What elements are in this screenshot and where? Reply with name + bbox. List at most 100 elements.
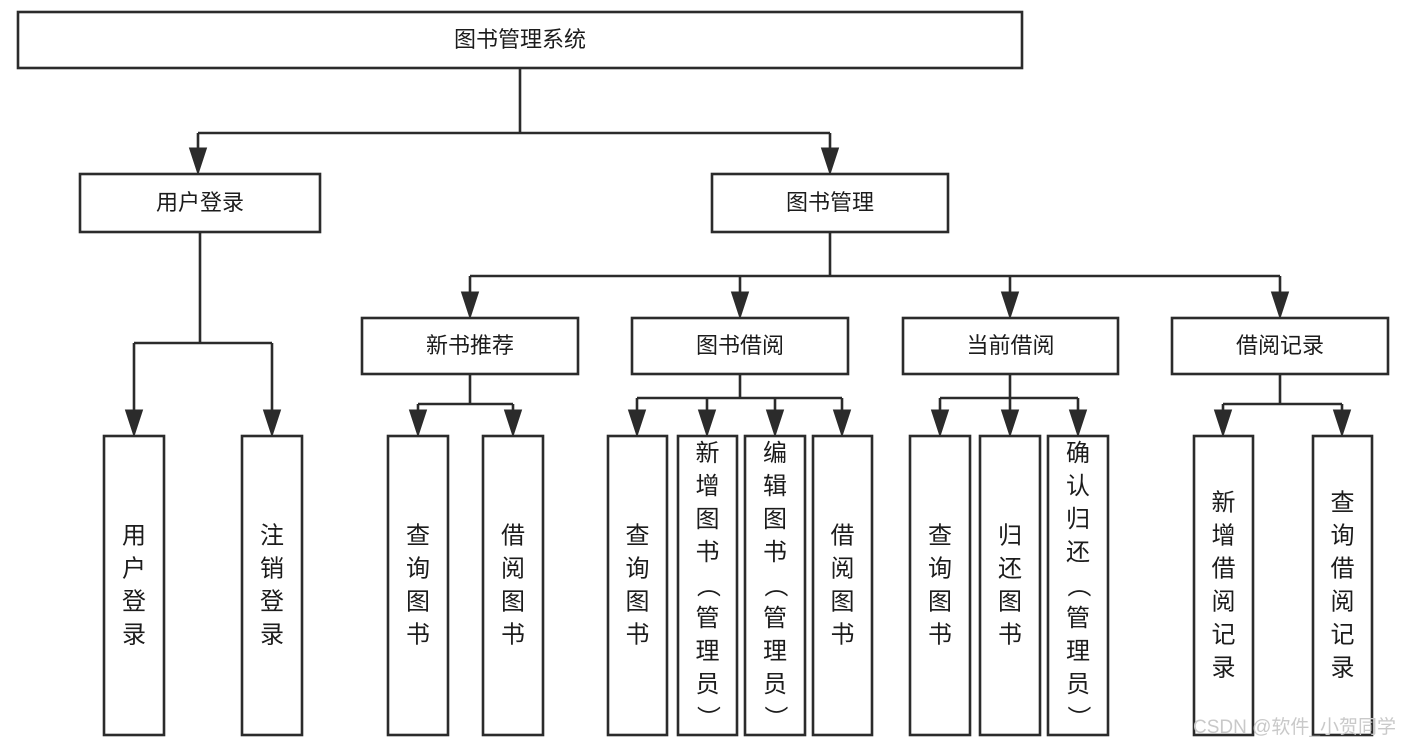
svg-text:还: 还 bbox=[998, 556, 1022, 583]
connector-bar-new-book-rec bbox=[408, 374, 523, 438]
svg-text:借: 借 bbox=[1331, 556, 1355, 583]
svg-text:辑: 辑 bbox=[763, 473, 787, 500]
connector-bar-borrow-record bbox=[1213, 374, 1352, 438]
svg-text:录: 录 bbox=[260, 622, 284, 649]
svg-text:管: 管 bbox=[1066, 605, 1090, 632]
node-label: 图书管理 bbox=[786, 190, 874, 215]
node-leaf-user-login[interactable]: 用户登录 bbox=[102, 434, 166, 737]
svg-text:）: ） bbox=[1065, 706, 1092, 730]
node-label: 用户登录 bbox=[122, 523, 146, 649]
watermark-layer: CSDN @软件_小贺同学 bbox=[1193, 716, 1396, 738]
node-current-borrow[interactable]: 当前借阅 bbox=[901, 316, 1120, 376]
svg-text:阅: 阅 bbox=[1331, 589, 1355, 616]
connector-layer bbox=[124, 68, 1352, 438]
node-root[interactable]: 图书管理系统 bbox=[16, 10, 1024, 70]
svg-text:查: 查 bbox=[1331, 490, 1355, 517]
node-book-borrow[interactable]: 图书借阅 bbox=[630, 316, 850, 376]
svg-text:查: 查 bbox=[928, 523, 952, 550]
svg-text:新: 新 bbox=[696, 440, 720, 467]
node-label: 当前借阅 bbox=[966, 333, 1054, 358]
svg-text:询: 询 bbox=[406, 556, 430, 583]
node-label: 图书借阅 bbox=[696, 333, 784, 358]
svg-text:认: 认 bbox=[1066, 473, 1090, 500]
svg-text:图: 图 bbox=[626, 589, 650, 616]
svg-text:图: 图 bbox=[831, 589, 855, 616]
connector-bar-user-login bbox=[124, 232, 282, 438]
node-label: 图书管理系统 bbox=[454, 27, 586, 52]
svg-text:书: 书 bbox=[831, 622, 855, 649]
csdn-watermark: CSDN @软件_小贺同学 bbox=[1193, 716, 1396, 738]
svg-text:员: 员 bbox=[763, 671, 787, 698]
svg-text:书: 书 bbox=[501, 622, 525, 649]
svg-text:阅: 阅 bbox=[1212, 589, 1236, 616]
svg-text:理: 理 bbox=[696, 638, 720, 665]
svg-text:书: 书 bbox=[696, 539, 720, 566]
svg-text:理: 理 bbox=[1066, 638, 1090, 665]
svg-text:记: 记 bbox=[1212, 622, 1236, 649]
svg-text:借: 借 bbox=[831, 523, 855, 550]
svg-text:确: 确 bbox=[1066, 440, 1090, 467]
node-book-manage[interactable]: 图书管理 bbox=[710, 172, 950, 234]
node-new-book-rec[interactable]: 新书推荐 bbox=[360, 316, 580, 376]
svg-text:归: 归 bbox=[1066, 506, 1090, 533]
svg-text:（: （ bbox=[762, 574, 789, 598]
svg-text:户: 户 bbox=[122, 556, 146, 583]
svg-text:管: 管 bbox=[763, 605, 787, 632]
svg-text:归: 归 bbox=[998, 523, 1022, 550]
svg-text:用: 用 bbox=[122, 523, 146, 550]
svg-text:图: 图 bbox=[501, 589, 525, 616]
node-label: 新书推荐 bbox=[426, 333, 514, 358]
svg-text:查: 查 bbox=[406, 523, 430, 550]
svg-text:图: 图 bbox=[998, 589, 1022, 616]
node-borrow-record[interactable]: 借阅记录 bbox=[1170, 316, 1390, 376]
svg-text:图: 图 bbox=[928, 589, 952, 616]
svg-text:询: 询 bbox=[1331, 523, 1355, 550]
node-user-login[interactable]: 用户登录 bbox=[78, 172, 322, 234]
svg-text:查: 查 bbox=[626, 523, 650, 550]
svg-text:书: 书 bbox=[626, 622, 650, 649]
svg-text:图: 图 bbox=[406, 589, 430, 616]
svg-text:阅: 阅 bbox=[831, 556, 855, 583]
svg-text:书: 书 bbox=[406, 622, 430, 649]
svg-text:理: 理 bbox=[763, 638, 787, 665]
connector-bar-current-borrow bbox=[930, 374, 1088, 438]
svg-text:询: 询 bbox=[626, 556, 650, 583]
svg-text:录: 录 bbox=[1331, 655, 1355, 682]
svg-text:销: 销 bbox=[260, 556, 284, 583]
svg-text:（: （ bbox=[694, 574, 721, 598]
svg-text:录: 录 bbox=[122, 622, 146, 649]
svg-text:记: 记 bbox=[1331, 622, 1355, 649]
svg-text:图: 图 bbox=[763, 506, 787, 533]
svg-text:图: 图 bbox=[696, 506, 720, 533]
svg-text:借: 借 bbox=[1212, 556, 1236, 583]
svg-text:）: ） bbox=[694, 706, 721, 730]
node-label: 用户登录 bbox=[156, 190, 244, 215]
svg-text:书: 书 bbox=[763, 539, 787, 566]
svg-text:管: 管 bbox=[696, 605, 720, 632]
svg-text:（: （ bbox=[1065, 574, 1092, 598]
